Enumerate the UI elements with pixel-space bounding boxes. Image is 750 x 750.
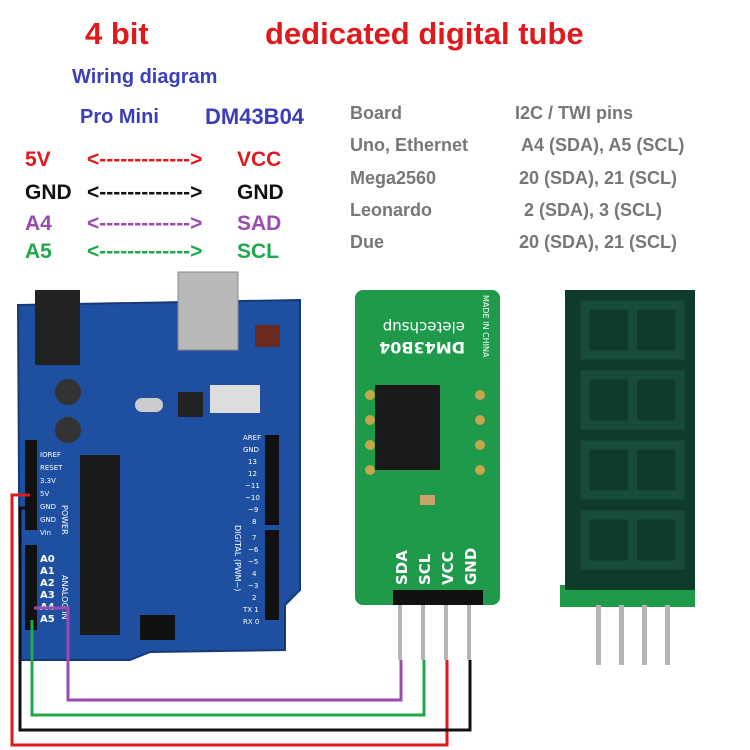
pin-label-vcc: VCC <box>439 551 457 585</box>
power-label: POWER <box>60 505 69 535</box>
digital-label: DIGITAL (PWM~) <box>233 525 242 591</box>
pin-label: ~10 <box>245 494 260 502</box>
wires <box>10 493 472 747</box>
table-cell: 20 (SDA), 21 (SCL) <box>519 168 678 188</box>
module-model-text: DM43B04 <box>379 338 465 357</box>
title-main: dedicated digital tube <box>265 16 584 51</box>
wire-5v-vcc <box>10 493 449 747</box>
title-4bit: 4 bit <box>85 16 149 51</box>
wire-a5-scl <box>30 620 426 717</box>
wire-a4-sda <box>34 606 403 702</box>
table-cell: Due <box>350 232 385 252</box>
driver-ic <box>375 385 440 470</box>
power-header <box>25 440 37 530</box>
power-jack <box>35 290 80 365</box>
table-cell: 2 (SDA), 3 (SCL) <box>524 200 663 220</box>
wire-gnd-gnd <box>18 506 472 732</box>
dm43b04-label: DM43B04 <box>205 104 305 129</box>
pin-label: A0 <box>40 554 55 565</box>
pin-label: 8 <box>252 518 256 526</box>
pin-label: AREF <box>243 434 261 442</box>
pin-label: IOREF <box>40 451 61 459</box>
wiring-diagram-label: Wiring diagram <box>72 66 218 88</box>
pin-label: ~6 <box>248 546 259 554</box>
pin-label: ~3 <box>248 582 258 590</box>
pin-label-scl: SCL <box>416 553 434 585</box>
pro-mini-label: Pro Mini <box>80 106 159 128</box>
pin-label: 2 <box>252 594 256 602</box>
pin-label: 4 <box>252 570 257 578</box>
pin-label: A3 <box>40 590 55 601</box>
analog-label: ANALOG IN <box>60 575 69 620</box>
pin-label: A5 <box>40 614 55 625</box>
pin-label: ~9 <box>248 506 258 514</box>
pin-label-gnd: GND <box>462 548 480 585</box>
pin-label: GND <box>40 503 56 511</box>
module-brand-text: eletechsup <box>383 318 465 336</box>
pin-label: ~11 <box>245 482 260 490</box>
usb-connector <box>177 271 239 351</box>
pin-label: ~5 <box>248 558 258 566</box>
tube-digit <box>580 370 685 430</box>
tube-digit <box>580 440 685 500</box>
atmega-chip <box>80 455 120 635</box>
table-cell: 20 (SDA), 21 (SCL) <box>519 232 678 252</box>
pin-label: Vin <box>40 529 51 537</box>
table-cell: Mega2560 <box>350 168 437 188</box>
table-cell: A4 (SDA), A5 (SCL) <box>521 135 685 155</box>
pin-label: 5V <box>40 490 49 498</box>
pin-label: TX 1 <box>242 606 259 614</box>
module-origin-text: MADE IN CHINA <box>481 295 490 358</box>
table-cell: Uno, Ethernet <box>350 135 469 155</box>
pin-label: GND <box>243 446 259 454</box>
tube-digit <box>580 510 685 570</box>
wiring-row: GND<------------->GND <box>25 181 284 204</box>
table-cell: Leonardo <box>350 200 433 220</box>
wiring-row: A5<------------->SCL <box>25 240 279 263</box>
pin-label: A2 <box>40 578 55 589</box>
pin-label: A1 <box>40 566 55 577</box>
pin-label: RESET <box>40 464 63 472</box>
digital-header-1 <box>265 435 279 525</box>
pin-label: 7 <box>252 534 256 542</box>
analog-header <box>25 545 37 630</box>
pin-label: 13 <box>248 458 257 466</box>
tube-digit <box>580 300 685 360</box>
pin-label: GND <box>40 516 56 524</box>
pin-label-sda: SDA <box>393 550 411 585</box>
arduino-board: IOREF RESET 3.3V 5V GND GND Vin AREF GND… <box>16 271 301 661</box>
pin-label: 3.3V <box>40 477 56 485</box>
dm43b04-module: DM43B04 eletechsup MADE IN CHINA SDA SCL… <box>355 290 500 660</box>
wiring-row: A4<------------->SAD <box>25 212 282 235</box>
digital-tube <box>560 290 695 665</box>
pin-label: 12 <box>248 470 257 478</box>
table-header: I2C / TWI pins <box>515 103 634 123</box>
wiring-row: 5V<------------->VCC <box>25 148 282 171</box>
digital-header-2 <box>265 530 279 620</box>
reset-button <box>255 325 280 347</box>
pin-label: RX 0 <box>243 618 259 626</box>
table-header: Board <box>350 103 403 123</box>
